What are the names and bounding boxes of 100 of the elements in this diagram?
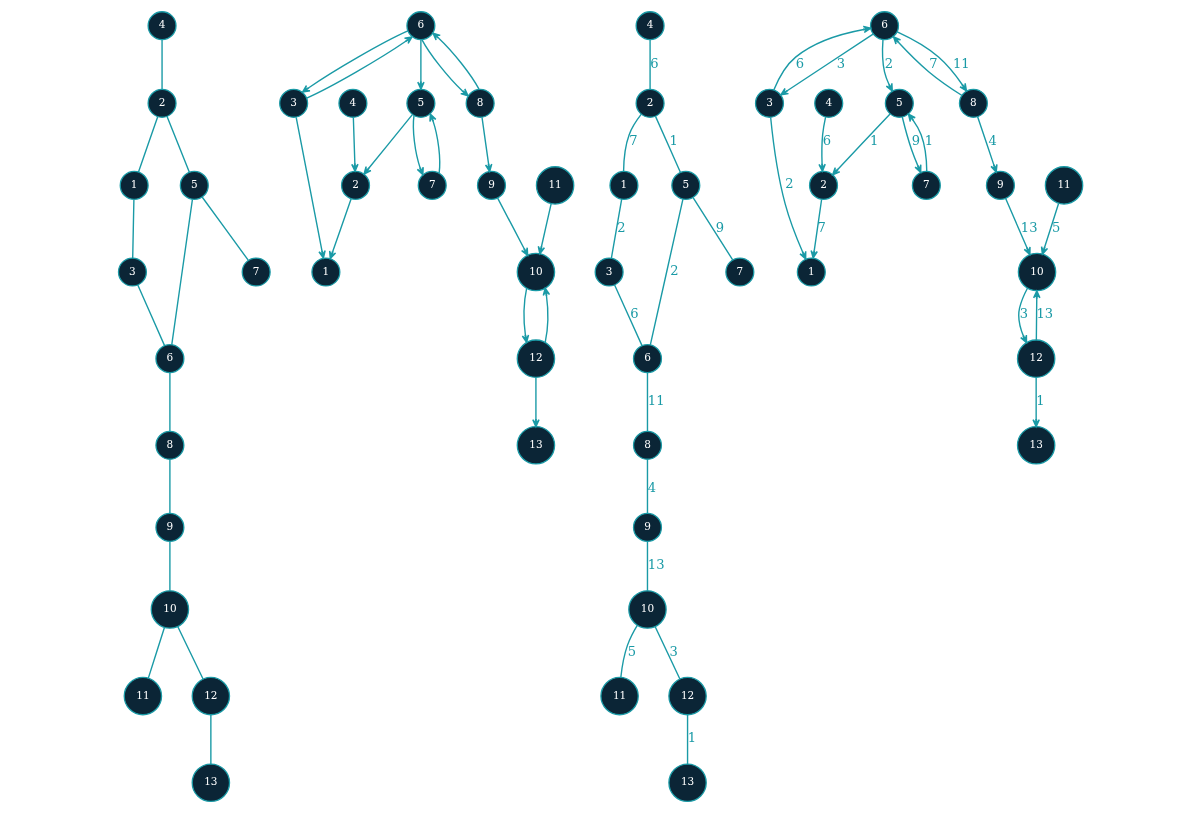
node-circle: 12 <box>191 676 230 716</box>
edge-label: 5 <box>1051 219 1060 235</box>
edge-label: 1 <box>687 730 696 746</box>
node-circle: 11 <box>123 676 162 716</box>
node-circle: 3 <box>754 88 784 118</box>
connector <box>686 714 688 765</box>
node-circle: 6 <box>154 344 184 374</box>
connector <box>136 284 165 347</box>
edge-label: 5 <box>627 643 636 659</box>
connector <box>649 198 684 346</box>
node-circle: 4 <box>337 88 367 118</box>
node-circle: 10 <box>150 590 189 629</box>
node-circle: 2 <box>808 170 838 200</box>
connector <box>646 372 648 432</box>
node-circle: 13 <box>667 763 707 803</box>
edge-label: 3 <box>1019 306 1028 322</box>
arrow <box>412 114 424 176</box>
node-circle: 12 <box>516 339 555 378</box>
node-circle: 12 <box>1016 339 1055 378</box>
edge-label: 1 <box>924 133 933 149</box>
node-circle: 13 <box>516 425 555 465</box>
node-circle: 10 <box>1017 252 1056 292</box>
arrow <box>772 25 871 91</box>
node-circle: 9 <box>476 170 506 200</box>
node-circle: 9 <box>154 512 184 542</box>
arrow <box>976 116 998 173</box>
connector <box>613 284 643 347</box>
edge-label: 11 <box>647 393 664 409</box>
node-circle: 7 <box>417 170 447 200</box>
node-circle: 1 <box>310 257 340 287</box>
arrow <box>420 39 469 97</box>
connector <box>654 115 681 174</box>
node-circle: 7 <box>911 170 941 200</box>
arrow <box>1004 197 1031 256</box>
connector <box>176 625 204 680</box>
node-circle: 1 <box>796 257 826 287</box>
arrow <box>362 113 413 175</box>
edge-label: 13 <box>1036 306 1053 322</box>
connector <box>646 458 648 514</box>
arrow <box>1040 202 1059 255</box>
node-circle: 9 <box>985 170 1015 200</box>
connector <box>131 198 135 259</box>
arrow <box>295 116 326 259</box>
edge-label: 6 <box>629 306 639 322</box>
arrow <box>428 113 440 174</box>
node-circle: 6 <box>632 344 662 374</box>
edge-label: 1 <box>869 133 878 149</box>
edge-label: 7 <box>928 55 937 71</box>
arrow <box>817 116 826 173</box>
arrow <box>1031 376 1040 428</box>
node-circle: 5 <box>884 88 914 118</box>
arrow <box>1017 287 1028 344</box>
connector <box>622 113 642 173</box>
edge-label: 6 <box>822 133 831 149</box>
edge-label: 7 <box>628 133 638 149</box>
node-circle: 13 <box>1016 425 1055 465</box>
node-circle: 9 <box>632 512 662 542</box>
node-circle: 6 <box>405 11 435 41</box>
node-circle: 1 <box>119 170 149 200</box>
edge-label: 1 <box>1035 393 1045 409</box>
node-circle: 2 <box>340 170 370 200</box>
node-circle: 7 <box>724 257 754 287</box>
arrow <box>350 116 359 172</box>
arrow <box>328 198 352 260</box>
node-circle: 1 <box>608 170 639 200</box>
edge-label: 11 <box>952 55 970 71</box>
arrow <box>521 287 529 344</box>
node-circle: 5 <box>179 170 209 200</box>
arrow <box>537 203 552 255</box>
node-circle: 3 <box>594 257 624 287</box>
connector <box>610 198 622 259</box>
connector <box>168 458 171 514</box>
connector <box>160 39 163 90</box>
edge-label: 3 <box>668 643 678 659</box>
node-circle: 11 <box>1044 166 1083 205</box>
connector <box>691 197 733 261</box>
edge-label: 7 <box>817 219 826 235</box>
node-circle: 2 <box>146 88 177 118</box>
node-circle: 5 <box>670 170 700 200</box>
node-circle: 3 <box>117 257 147 287</box>
arrow <box>531 376 540 428</box>
connector <box>168 372 171 432</box>
arrow <box>431 32 480 90</box>
arrow <box>480 116 492 173</box>
node-circle: 4 <box>813 88 843 118</box>
connector <box>168 540 171 592</box>
edge-label: 4 <box>987 133 997 149</box>
node-circle: 7 <box>241 257 271 287</box>
node-circle: 8 <box>958 88 988 118</box>
node-circle: 3 <box>278 88 308 118</box>
edge-label: 2 <box>784 176 794 192</box>
edge-label: 2 <box>884 55 893 71</box>
node-circle: 8 <box>632 430 662 460</box>
edge-label: 13 <box>647 557 664 573</box>
node-circle: 2 <box>635 88 665 118</box>
node-circle: 8 <box>465 88 495 118</box>
arrow <box>301 30 409 93</box>
node-circle: 13 <box>191 763 230 803</box>
arrow <box>809 198 822 259</box>
connector <box>654 626 681 680</box>
